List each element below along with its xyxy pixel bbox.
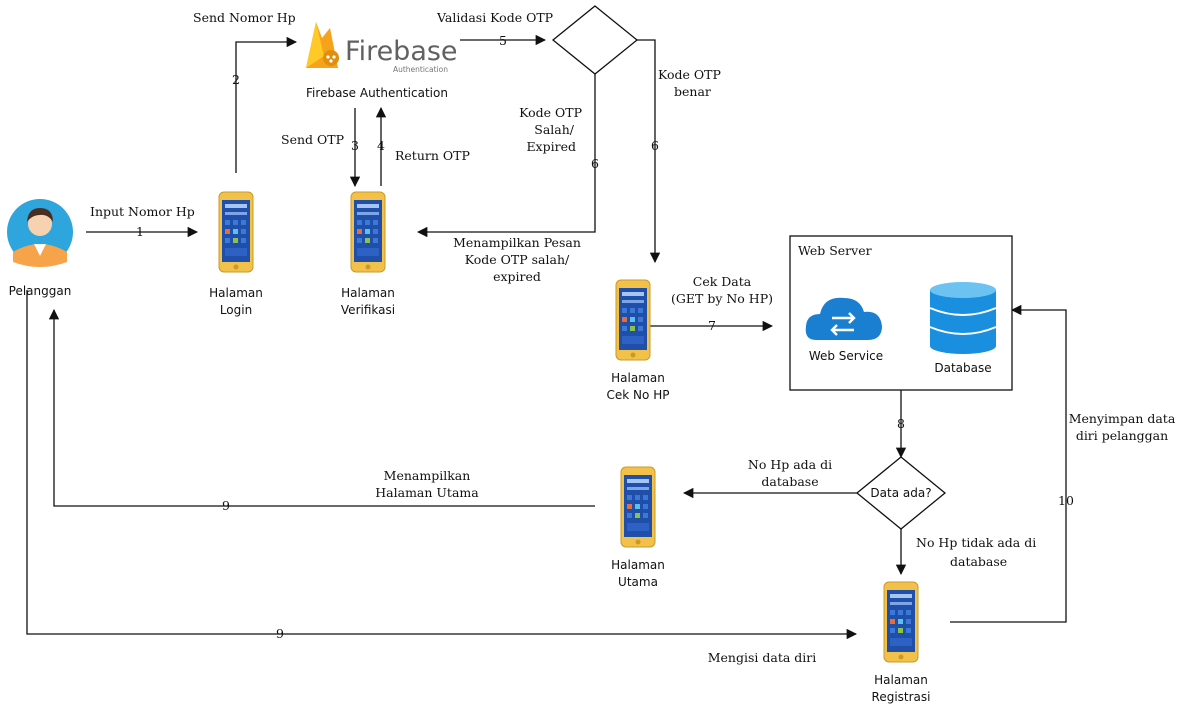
edge-9-top-line1: Menampilkan xyxy=(384,468,471,483)
edge-7-num: 7 xyxy=(708,318,716,333)
edge-9-top-line xyxy=(48,308,595,507)
login-label-2: Login xyxy=(220,303,252,317)
edge-6-wrong-line1: Kode OTP xyxy=(519,105,582,120)
wrong-msg-line1: Menampilkan Pesan xyxy=(453,235,581,250)
edge-4-label: Return OTP xyxy=(395,148,470,163)
cek-no-hp-phone-icon xyxy=(615,279,651,361)
cek-no-hp-label-1: Halaman xyxy=(611,371,665,385)
edge-6-wrong-line3: Expired xyxy=(526,139,576,154)
edge-6-right-line1: Kode OTP xyxy=(658,67,721,82)
utama-label-1: Halaman xyxy=(611,558,665,572)
otp-decision-diamond xyxy=(551,5,639,75)
edge-8-num: 8 xyxy=(897,416,905,431)
edge-10-line1: Menyimpan data xyxy=(1069,411,1176,426)
edge-5-num: 5 xyxy=(499,33,507,48)
firebase-logo: Firebase Authentication xyxy=(306,22,458,74)
verifikasi-phone-icon xyxy=(350,191,386,273)
data-ada-label: Data ada? xyxy=(870,486,931,500)
user-avatar-icon xyxy=(7,199,73,267)
wrong-msg-line3: expired xyxy=(493,269,541,284)
edge-9-top-line2: Halaman Utama xyxy=(375,485,479,500)
database-label: Database xyxy=(934,361,991,375)
edge-10-line xyxy=(950,304,1067,623)
no-line2: database xyxy=(950,554,1007,569)
web-service-label: Web Service xyxy=(809,349,883,363)
edge-6-wrong-line xyxy=(416,74,596,238)
edge-6-wrong-line2: Salah/ xyxy=(534,122,575,137)
firebase-logo-sub: Authentication xyxy=(393,65,448,74)
yes-line1: No Hp ada di xyxy=(748,457,832,472)
data-ada-decision-diamond xyxy=(855,456,947,530)
no-line1: No Hp tidak ada di xyxy=(916,535,1036,550)
database-icon xyxy=(929,282,997,354)
edge-5-label: Validasi Kode OTP xyxy=(436,10,553,25)
registrasi-phone-icon xyxy=(883,581,919,663)
cek-no-hp-label-2: Cek No HP xyxy=(607,388,670,402)
edge-2-line xyxy=(235,36,298,173)
yes-line2: database xyxy=(761,474,818,489)
edge-9-top-num: 9 xyxy=(222,498,230,513)
wrong-msg-line2: Kode OTP salah/ xyxy=(465,252,570,267)
edge-1-num: 1 xyxy=(136,224,144,239)
actor-label: Pelanggan xyxy=(9,284,72,298)
edge-2-num: 2 xyxy=(232,72,240,87)
edge-10-line2: diri pelanggan xyxy=(1076,428,1168,443)
login-label-1: Halaman xyxy=(209,286,263,300)
edge-7-line1: Cek Data xyxy=(693,274,752,289)
registrasi-label-1: Halaman xyxy=(874,673,928,687)
edge-9-bottom-label: Mengisi data diri xyxy=(708,650,817,665)
edge-6-right-num: 6 xyxy=(651,138,659,153)
edge-1-label: Input Nomor Hp xyxy=(90,204,195,219)
login-phone-icon xyxy=(218,191,254,273)
registrasi-label-2: Registrasi xyxy=(872,690,931,704)
firebase-logo-text: Firebase xyxy=(345,36,458,67)
verifikasi-label-2: Verifikasi xyxy=(341,303,395,317)
firebase-caption: Firebase Authentication xyxy=(306,86,448,100)
web-service-cloud-icon xyxy=(805,297,882,340)
edge-4-num: 4 xyxy=(377,138,385,153)
web-server-title: Web Server xyxy=(798,243,872,258)
edge-6-right-line xyxy=(637,39,661,264)
edge-3-num: 3 xyxy=(351,138,359,153)
verifikasi-label-1: Halaman xyxy=(341,286,395,300)
edge-7-line2: (GET by No HP) xyxy=(671,291,773,306)
edge-6-wrong-num: 6 xyxy=(591,156,599,171)
edge-3-label: Send OTP xyxy=(281,132,344,147)
utama-label-2: Utama xyxy=(618,575,658,589)
edge-9-bottom-line xyxy=(26,290,858,640)
edge-6-right-line2: benar xyxy=(674,84,711,99)
edge-10-num: 10 xyxy=(1058,493,1074,508)
edge-2-label: Send Nomor Hp xyxy=(193,10,296,25)
utama-phone-icon xyxy=(620,466,656,548)
edge-9-bottom-num: 9 xyxy=(276,626,284,641)
